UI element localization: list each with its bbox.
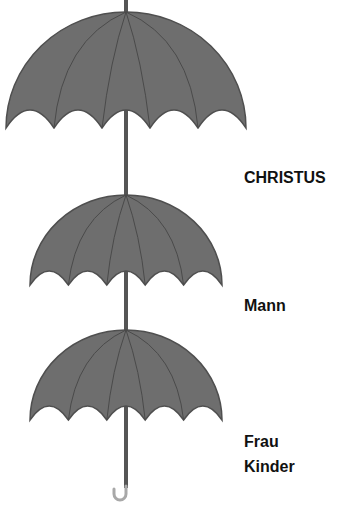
umbrella-canopy bbox=[30, 195, 222, 285]
umbrella-bottom bbox=[30, 330, 222, 420]
umbrella-ribs bbox=[68, 195, 183, 285]
umbrella-label: Mann bbox=[244, 296, 286, 315]
umbrella-canopy bbox=[30, 330, 222, 420]
umbrella-handle bbox=[114, 486, 126, 500]
umbrella-ribs bbox=[54, 12, 198, 128]
umbrella-ribs bbox=[68, 330, 183, 420]
umbrella-label: CHRISTUS bbox=[244, 168, 326, 187]
umbrella-canopy bbox=[6, 12, 246, 128]
umbrella-label: Frau bbox=[244, 432, 279, 451]
umbrella-top bbox=[6, 12, 246, 128]
umbrella-middle bbox=[30, 195, 222, 285]
umbrella-label: Kinder bbox=[244, 457, 295, 476]
